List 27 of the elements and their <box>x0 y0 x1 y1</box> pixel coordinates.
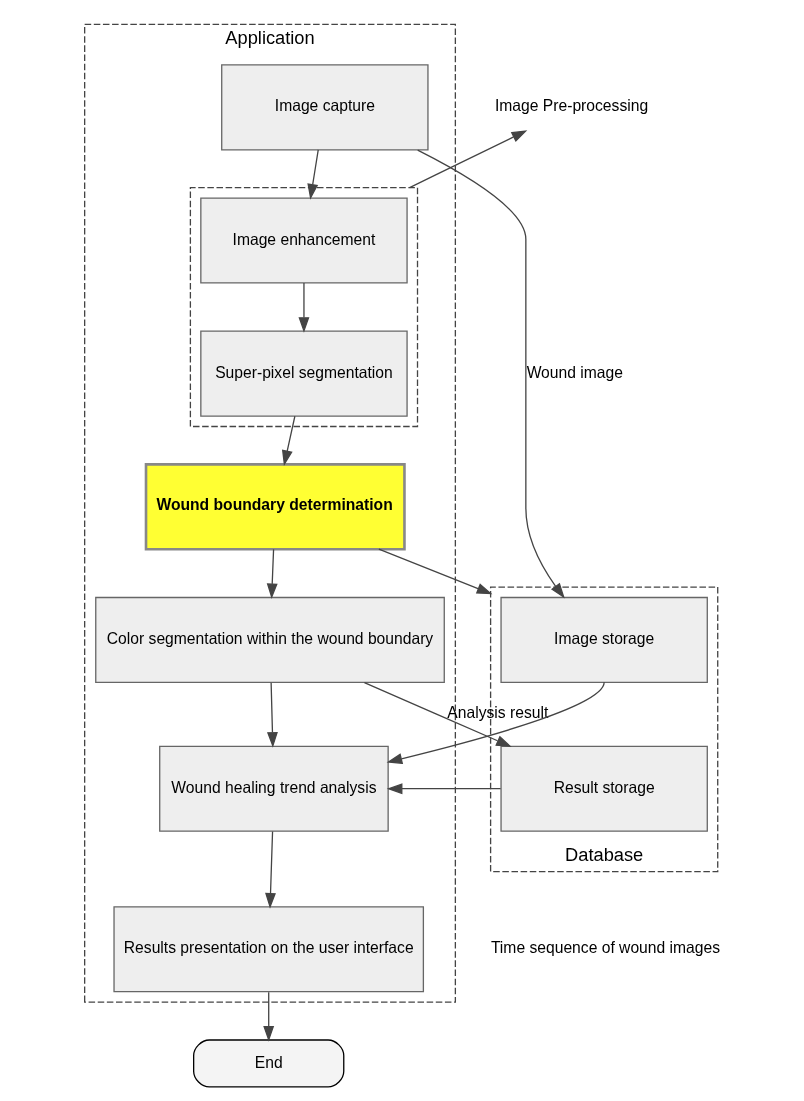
node-box: Results presentation on the user interface <box>112 906 424 993</box>
node-box: Image capture <box>220 64 429 151</box>
node-box: Image storage <box>499 596 708 683</box>
label: Time sequence of wound images <box>490 939 720 957</box>
arrow <box>416 149 565 599</box>
arrow <box>363 681 512 747</box>
cluster <box>189 186 418 428</box>
arrow <box>408 130 527 189</box>
arrow <box>266 682 278 748</box>
node-box: Wound boundary determination <box>144 463 406 551</box>
arrow <box>306 149 319 200</box>
arrow <box>266 548 278 600</box>
node-box: Image enhancement <box>199 197 408 284</box>
node-box: Wound healing trend analysis <box>158 745 389 832</box>
node-box: Color segmentation within the wound boundary <box>94 596 445 683</box>
arrow <box>386 783 501 795</box>
arrow <box>377 548 492 595</box>
arrow <box>386 681 605 765</box>
arrow <box>262 991 274 1042</box>
node-box: Super-pixel segmentation <box>199 330 408 417</box>
node-box: End <box>192 1039 344 1088</box>
arrow <box>281 415 296 466</box>
arrow <box>297 282 309 333</box>
node-text: Image Pre-processing <box>494 97 648 115</box>
edge-label: Wound image <box>526 363 623 381</box>
arrow <box>264 830 276 909</box>
node-box: Result storage <box>499 745 708 832</box>
